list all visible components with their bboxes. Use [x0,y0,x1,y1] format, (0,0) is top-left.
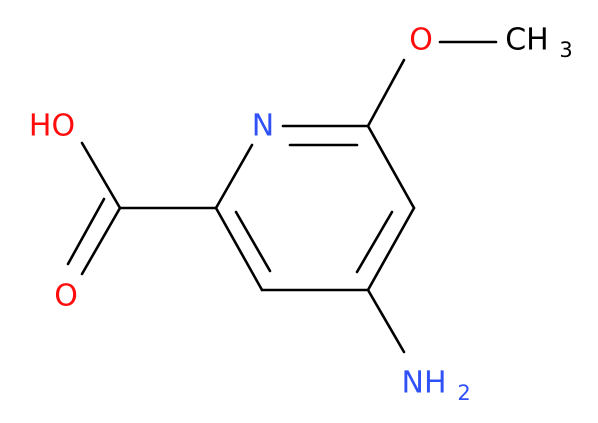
methyl-subscript: 3 [559,38,572,62]
bond-c2-n [214,143,254,210]
amine-subscript: 2 [457,381,470,405]
bond-cooh-oh [80,141,122,210]
atom-labels: HO O N O CH 3 NH 2 [29,23,573,406]
bond-c3-c2 [214,206,264,292]
bond-cooh-o-a [80,206,122,276]
bonds [66,40,498,354]
amine-nitrogen-label: NH [402,366,447,401]
bond-c6-o [366,58,406,128]
methoxy-oxygen-label: O [409,23,433,58]
bond-c5-c4-inner [355,210,394,274]
bond-c3-c2-inner [234,210,272,273]
methyl-label: CH 3 [505,23,572,63]
amine-label: NH 2 [402,366,471,406]
bond-cooh-o-b [66,197,106,266]
bond-c6-c5 [366,124,416,210]
ring-nitrogen-label: N [252,109,274,144]
bond-c5-c4 [366,206,416,292]
methyl-carbon-label: CH [505,23,549,58]
bond-c4-nh2 [366,288,406,354]
carbonyl-oxygen-label: O [54,279,78,314]
hydroxyl-label: HO [29,109,75,144]
